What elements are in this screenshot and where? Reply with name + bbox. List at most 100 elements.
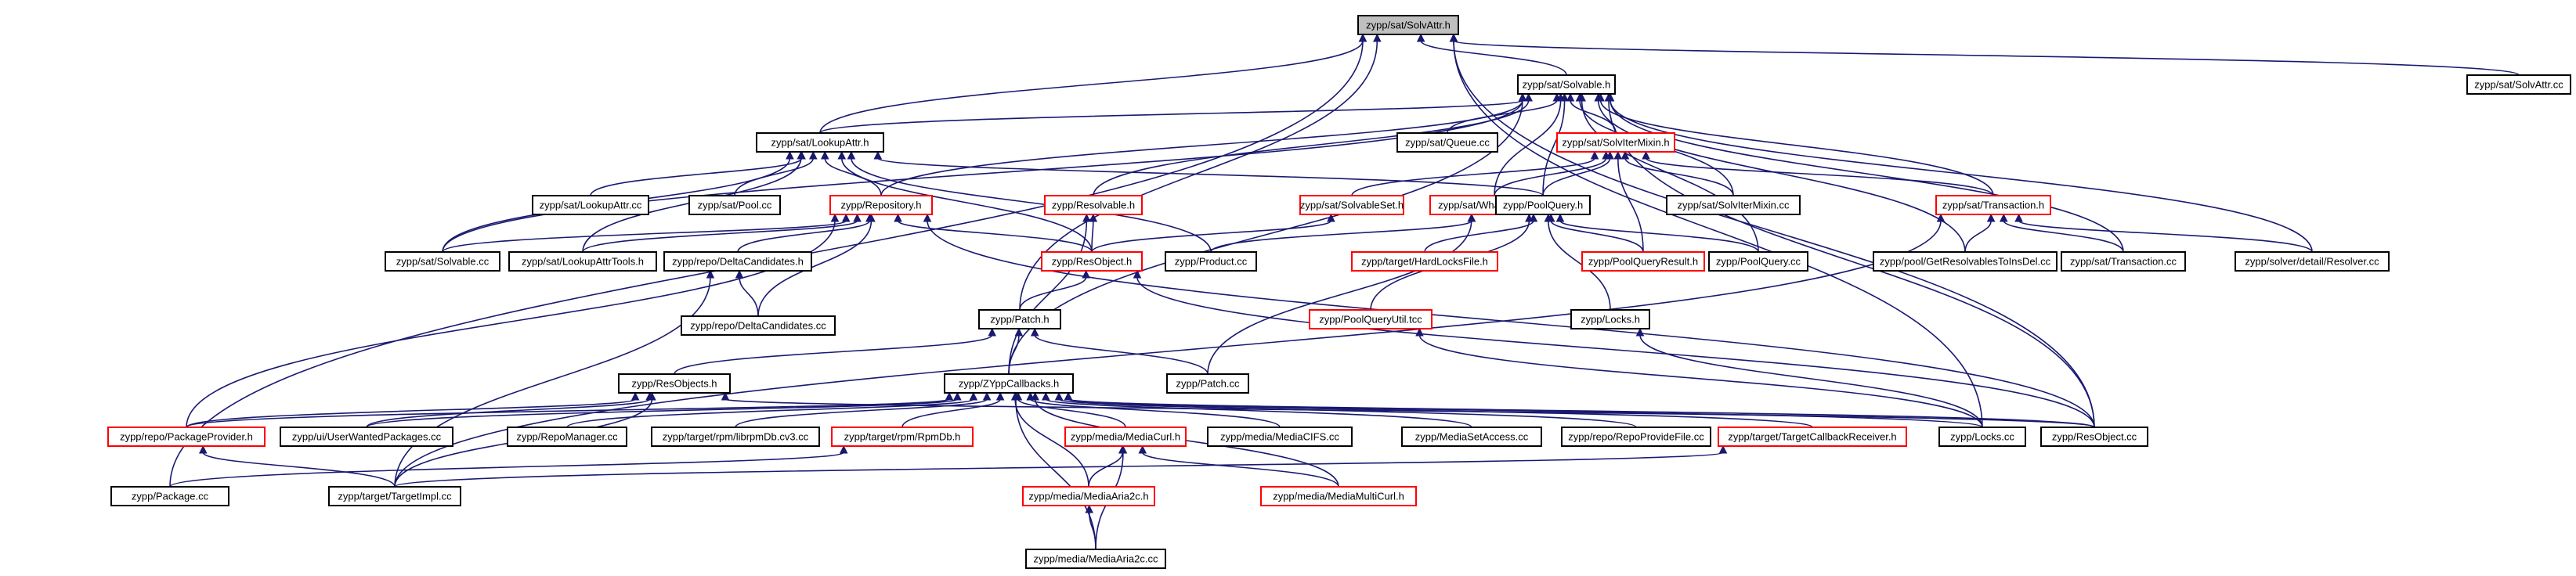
- edge-line: [202, 452, 396, 488]
- node-mediamulticurl-h[interactable]: zypp/media/MediaMultiCurl.h: [1260, 486, 1417, 506]
- node-targetcallbackreceiver-h[interactable]: zypp/target/TargetCallbackReceiver.h: [1718, 427, 1907, 447]
- node-label: zypp/sat/LookupAttr.cc: [540, 200, 642, 211]
- dependency-edge-transaction_h-to-targetimpl_cc: [394, 213, 1946, 488]
- node-locks-h[interactable]: zypp/Locks.h: [1570, 309, 1650, 329]
- node-transaction-cc[interactable]: zypp/sat/Transaction.cc: [2061, 251, 2186, 272]
- node-box: [508, 251, 657, 272]
- node-resobjects-h[interactable]: zypp/ResObjects.h: [618, 373, 731, 394]
- node-label: zypp/PoolQuery.h: [1503, 200, 1583, 211]
- dependency-edge-whatprovides_h-to-patch_cc: [1207, 213, 1476, 375]
- node-packageprovider-h[interactable]: zypp/repo/PackageProvider.h: [107, 427, 266, 447]
- node-lookupattr-cc[interactable]: zypp/sat/LookupAttr.cc: [532, 195, 649, 215]
- node-poolquery-cc[interactable]: zypp/PoolQuery.cc: [1708, 251, 1808, 272]
- node-resolvable-h[interactable]: zypp/Resolvable.h: [1044, 195, 1143, 215]
- node-solvable-h[interactable]: zypp/sat/Solvable.h: [1517, 74, 1616, 95]
- edge-line: [1447, 99, 1558, 134]
- node-locks-cc[interactable]: zypp/Locks.cc: [1938, 427, 2026, 447]
- edge-line: [2018, 220, 2313, 253]
- dependency-edge-targetcallbackreceiver_h-to-targetimpl_cc: [394, 445, 1728, 488]
- dependency-edge-repository_h-to-resobject_h: [894, 213, 1093, 253]
- node-repomanager-cc[interactable]: zypp/RepoManager.cc: [507, 427, 627, 447]
- node-box: [1570, 309, 1650, 329]
- node-userwantedpackages-cc[interactable]: zypp/ui/UserWantedPackages.cc: [280, 427, 453, 447]
- edge-line: [1581, 99, 1759, 253]
- node-lookupattrtools-h[interactable]: zypp/sat/LookupAttrTools.h: [508, 251, 657, 272]
- node-lookupattr-h[interactable]: zypp/sat/LookupAttr.h: [756, 132, 884, 153]
- dependency-edge-zyppcallbacks_h-to-librpmdb_cc: [735, 391, 992, 428]
- node-box: [756, 132, 884, 153]
- edge-line: [819, 40, 1364, 134]
- node-poolqueryresult-h[interactable]: zypp/PoolQueryResult.h: [1581, 251, 1705, 272]
- node-product-cc[interactable]: zypp/Product.cc: [1165, 251, 1257, 272]
- node-label: zypp/target/TargetCallbackReceiver.h: [1728, 431, 1896, 443]
- node-solvitermixin-cc[interactable]: zypp/sat/SolvIterMixin.cc: [1666, 195, 1801, 215]
- node-transaction-h[interactable]: zypp/sat/Transaction.h: [1935, 195, 2051, 215]
- node-solvattr-cc[interactable]: zypp/sat/SolvAttr.cc: [2466, 74, 2571, 95]
- edge-line: [1034, 398, 1339, 488]
- node-label: zypp/sat/Transaction.cc: [2070, 256, 2177, 268]
- node-solvable-cc[interactable]: zypp/sat/Solvable.cc: [385, 251, 500, 272]
- dependency-edge-zyppcallbacks_h-to-mediaaria2c_cc: [1011, 391, 1097, 550]
- node-box: [1022, 486, 1155, 506]
- node-box: [1351, 251, 1498, 272]
- dependency-edge-patch_h-to-patch_cc: [1030, 327, 1209, 375]
- node-deltacandidates-cc[interactable]: zypp/repo/DeltaCandidates.cc: [681, 315, 836, 336]
- node-librpmdb-cc[interactable]: zypp/target/rpm/librpmDb.cv3.cc: [651, 427, 820, 447]
- edge-line: [590, 157, 803, 196]
- node-resobject-cc[interactable]: zypp/ResObject.cc: [2040, 427, 2148, 447]
- edges-layer: [169, 33, 2520, 550]
- edge-arrowhead: [706, 269, 715, 279]
- dependency-edge-solvattr_h-to-locks_cc: [1449, 33, 1983, 428]
- node-targetimpl-cc[interactable]: zypp/target/TargetImpl.cc: [328, 486, 461, 506]
- node-solvitermixin-h[interactable]: zypp/sat/SolvIterMixin.h: [1556, 132, 1675, 153]
- node-label: zypp/sat/SolvAttr.h: [1366, 20, 1451, 31]
- node-label: zypp/PoolQuery.cc: [1716, 256, 1801, 268]
- dependency-edge-lookupattr_h-to-pool_cc: [734, 150, 818, 196]
- node-deltacandidates-h[interactable]: zypp/repo/DeltaCandidates.h: [663, 251, 812, 272]
- dependency-edge-zyppcallbacks_h-to-rpmdb_h: [901, 391, 1005, 428]
- node-package-cc[interactable]: zypp/Package.cc: [110, 486, 229, 506]
- edge-arrowhead: [808, 150, 818, 160]
- node-poolquery-h[interactable]: zypp/PoolQuery.h: [1495, 195, 1591, 215]
- node-box: [1938, 427, 2026, 447]
- node-mediacurl-h[interactable]: zypp/media/MediaCurl.h: [1064, 427, 1187, 447]
- node-resolver-cc[interactable]: zypp/solver/detail/Resolver.cc: [2235, 251, 2390, 272]
- dependency-edge-patch_h-to-resobjects_h: [674, 327, 997, 375]
- node-hardlocksfile-h[interactable]: zypp/target/HardLocksFile.h: [1351, 251, 1498, 272]
- node-repoprovidefile-cc[interactable]: zypp/repo/RepoProvideFile.cc: [1561, 427, 1711, 447]
- node-patch-h[interactable]: zypp/Patch.h: [978, 309, 1061, 329]
- node-solvattr-h: zypp/sat/SolvAttr.h: [1357, 15, 1459, 35]
- edge-line: [1017, 398, 1126, 428]
- dependency-edge-zyppcallbacks_h-to-userwantedpackages_cc: [366, 391, 962, 428]
- node-mediacifs-cc[interactable]: zypp/media/MediaCIFS.cc: [1207, 427, 1353, 447]
- node-solvableset-h[interactable]: zypp/sat/SolvableSet.h: [1299, 195, 1404, 215]
- node-box: [507, 427, 627, 447]
- node-label: zypp/Product.cc: [1175, 256, 1248, 268]
- dependency-edge-deltacandidates_h-to-deltacandidates_cc: [735, 269, 759, 317]
- node-mediasetaccess-cc[interactable]: zypp/MediaSetAccess.cc: [1401, 427, 1542, 447]
- node-box: [1165, 251, 1257, 272]
- node-repository-h[interactable]: zypp/Repository.h: [829, 195, 933, 215]
- dependency-edge-solvable_h-to-transaction_cc: [1606, 92, 2124, 253]
- node-resobject-h[interactable]: zypp/ResObject.h: [1041, 251, 1143, 272]
- edge-arrowhead: [1085, 504, 1094, 513]
- dependency-edge-resolvable_h-to-resobject_h: [1089, 213, 1098, 253]
- node-queue-cc[interactable]: zypp/sat/Queue.cc: [1396, 132, 1498, 153]
- node-pool-cc[interactable]: zypp/sat/Pool.cc: [688, 195, 781, 215]
- node-rpmdb-h[interactable]: zypp/target/rpm/RpmDb.h: [831, 427, 974, 447]
- node-mediaaria2c-h[interactable]: zypp/media/MediaAria2c.h: [1022, 486, 1155, 506]
- dependency-edge-patch_h-to-zyppcallbacks_h: [1008, 327, 1024, 375]
- node-patch-cc[interactable]: zypp/Patch.cc: [1166, 373, 1249, 394]
- edge-line: [169, 452, 844, 488]
- node-box: [1561, 427, 1711, 447]
- edge-arrowhead: [945, 391, 954, 401]
- node-poolqueryutil-tcc[interactable]: zypp/PoolQueryUtil.tcc: [1309, 309, 1433, 329]
- edge-line: [394, 220, 1942, 488]
- node-box: [663, 251, 812, 272]
- node-getresolvables-cc[interactable]: zypp/pool/GetResolvablesToInsDel.cc: [1873, 251, 2058, 272]
- node-label: zypp/repo/DeltaCandidates.cc: [690, 320, 826, 332]
- node-mediaaria2c-cc[interactable]: zypp/media/MediaAria2c.cc: [1025, 549, 1166, 569]
- node-box: [1260, 486, 1417, 506]
- edge-arrowhead: [1604, 92, 1613, 102]
- node-zyppcallbacks-h[interactable]: zypp/ZYppCallbacks.h: [944, 373, 1074, 394]
